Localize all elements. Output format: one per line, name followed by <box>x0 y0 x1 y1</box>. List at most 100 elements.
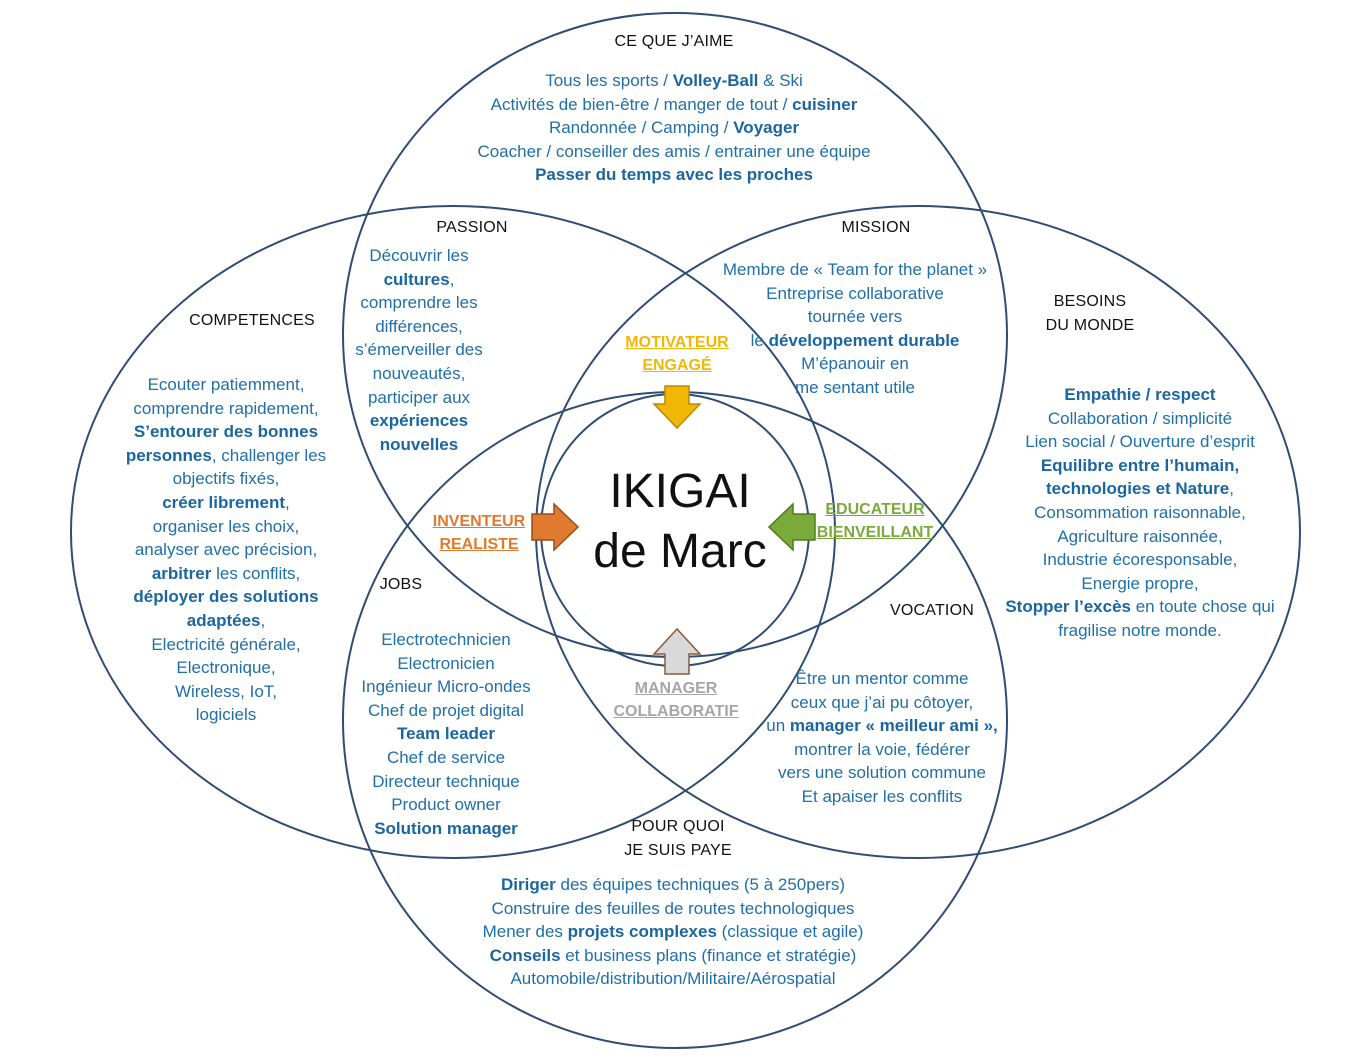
bold-text: Diriger <box>501 875 556 894</box>
besoins-line: Equilibre entre l’humain, <box>990 454 1290 478</box>
role-educateur-bienveillant: EDUCATEUR BIENVEILLANT <box>816 501 934 541</box>
bold-text: cuisiner <box>792 94 858 114</box>
text-segment: Consommation raisonnable, <box>1034 502 1246 522</box>
passion-line: expériences <box>334 409 504 433</box>
text-segment: (classique et agile) <box>716 922 864 942</box>
text-segment: et business plans (finance et stratégie) <box>560 945 857 965</box>
aime-line: Randonnée / Camping / Voyager <box>434 116 914 140</box>
text-block-vocation: Être un mentor comme ceux que j’ai pu côt… <box>752 667 1012 809</box>
text-segment: les conflits, <box>211 563 301 583</box>
text-segment: Collaboration / simplicité <box>1047 408 1233 428</box>
bold-text: Team leader <box>397 724 495 744</box>
paye-line: Diriger des équipes techniques (5 à 250p… <box>448 873 898 897</box>
text-segment: Activités de bien-être / manger de tout … <box>490 94 793 114</box>
competences-line: créer librement, <box>96 491 356 515</box>
competences-line: personnes, challenger les <box>96 444 356 468</box>
text-segment: Découvrir les <box>369 246 469 265</box>
jobs-line: Chef de projet digital <box>336 699 556 723</box>
bold-text: manager « meilleur ami », <box>789 716 998 736</box>
besoins-line: Agriculture raisonnée, <box>990 525 1290 549</box>
text-segment: Energie propre, <box>1081 573 1199 593</box>
text-block-mission: Membre de « Team for the planet »Entrepr… <box>690 258 1020 400</box>
ikigai-title: IKIGAI de Marc <box>593 465 767 578</box>
competences-line: déployer des solutions <box>96 585 356 609</box>
jobs-line: Electrotechnicien <box>336 628 556 652</box>
besoins-line: Stopper l’excès en toute chose qui <box>990 595 1290 619</box>
mission-line: Entreprise collaborative <box>690 282 1020 306</box>
bold-text: personnes <box>125 445 212 465</box>
mission-line: M’épanouir en <box>690 352 1020 376</box>
aime-line: Tous les sports / Volley-Ball & Ski <box>434 69 914 93</box>
jobs-line: Ingénieur Micro-ondes <box>336 675 556 699</box>
paye-line: Mener des projets complexes (classique e… <box>448 920 898 944</box>
paye-line: Conseils et business plans (finance et s… <box>448 944 898 968</box>
text-segment: Mener des <box>482 922 568 942</box>
bold-text: Voyager <box>733 118 800 138</box>
bold-text: déployer des solutions <box>133 587 319 607</box>
jobs-line: Solution manager <box>336 817 556 841</box>
vocation-line: montrer la voie, fédérer <box>752 738 1012 762</box>
besoins-line: Consommation raisonnable, <box>990 501 1290 525</box>
mission-line: le développement durable <box>690 329 1020 353</box>
text-segment: Chef de service <box>386 747 506 767</box>
text-segment: comprendre les <box>360 293 478 313</box>
passion-line: Découvrir les <box>334 244 504 268</box>
besoins-line: Energie propre, <box>990 572 1290 596</box>
vocation-line: Être un mentor comme <box>752 667 1012 691</box>
jobs-line: Product owner <box>336 793 556 817</box>
mission-line: Membre de « Team for the planet » <box>690 258 1020 282</box>
arrow-up-icon <box>652 627 702 675</box>
bold-text: Empathie / respect <box>1064 385 1216 404</box>
text-segment: Être un mentor comme <box>795 669 969 688</box>
bold-text: Volley-Ball <box>672 71 759 90</box>
text-segment: Agriculture raisonnée, <box>1057 526 1223 546</box>
text-segment: Wireless, IoT, <box>174 681 278 701</box>
bold-text: Passer du temps avec les proches <box>535 165 813 185</box>
text-block-competences: Ecouter patiemment,comprendre rapidement… <box>96 373 356 727</box>
role-motivateur-engage: MOTIVATEUR ENGAGÉ <box>625 334 729 374</box>
heading-competences: COMPETENCES <box>189 312 315 329</box>
passion-line: nouvelles <box>334 433 504 457</box>
bold-text: adaptées <box>186 610 261 630</box>
besoins-line: Lien social / Ouverture d’esprit <box>990 430 1290 454</box>
vocation-line: un manager « meilleur ami », <box>752 714 1012 738</box>
competences-line: logiciels <box>96 703 356 727</box>
text-segment: ceux que j’ai pu côtoyer, <box>790 692 974 712</box>
text-segment: Coacher / conseiller des amis / entraine… <box>477 141 871 161</box>
circle-competences <box>70 205 836 859</box>
competences-line: arbitrer les conflits, <box>96 562 356 586</box>
bold-text: technologies et Nature <box>1046 479 1230 499</box>
passion-line: nouveautés, <box>334 362 504 386</box>
text-segment: Randonnée / Camping / <box>548 118 734 138</box>
text-segment: Electrotechnicien <box>381 630 511 649</box>
text-segment: vers une solution commune <box>778 763 986 783</box>
besoins-line: Industrie écoresponsable, <box>990 548 1290 572</box>
text-segment: , challenger les <box>211 445 327 465</box>
aime-line: Coacher / conseiller des amis / entraine… <box>434 140 914 164</box>
heading-vocation: VOCATION <box>890 602 974 619</box>
text-segment: Industrie écoresponsable, <box>1042 550 1238 570</box>
competences-line: adaptées, <box>96 609 356 633</box>
text-segment: Tous les sports / <box>545 71 673 90</box>
text-segment: montrer la voie, fédérer <box>794 739 970 759</box>
vocation-line: vers une solution commune <box>752 761 1012 785</box>
heading-passion: PASSION <box>436 219 508 236</box>
text-segment: logiciels <box>195 705 257 725</box>
text-segment: un <box>766 716 790 736</box>
passion-line: participer aux <box>334 386 504 410</box>
bold-text: nouvelles <box>379 434 459 454</box>
bold-text: Solution manager <box>374 818 518 838</box>
bold-text: arbitrer <box>151 563 212 583</box>
competences-line: S’entourer des bonnes <box>96 420 356 444</box>
mission-line: me sentant utile <box>690 376 1020 400</box>
text-segment: Lien social / Ouverture d’esprit <box>1025 432 1255 452</box>
text-segment: tournée vers <box>807 307 903 327</box>
competences-line: organiser les choix, <box>96 515 356 539</box>
text-segment: comprendre rapidement, <box>133 398 319 418</box>
bold-text: créer librement <box>162 492 286 512</box>
arrow-left-icon <box>767 502 816 552</box>
